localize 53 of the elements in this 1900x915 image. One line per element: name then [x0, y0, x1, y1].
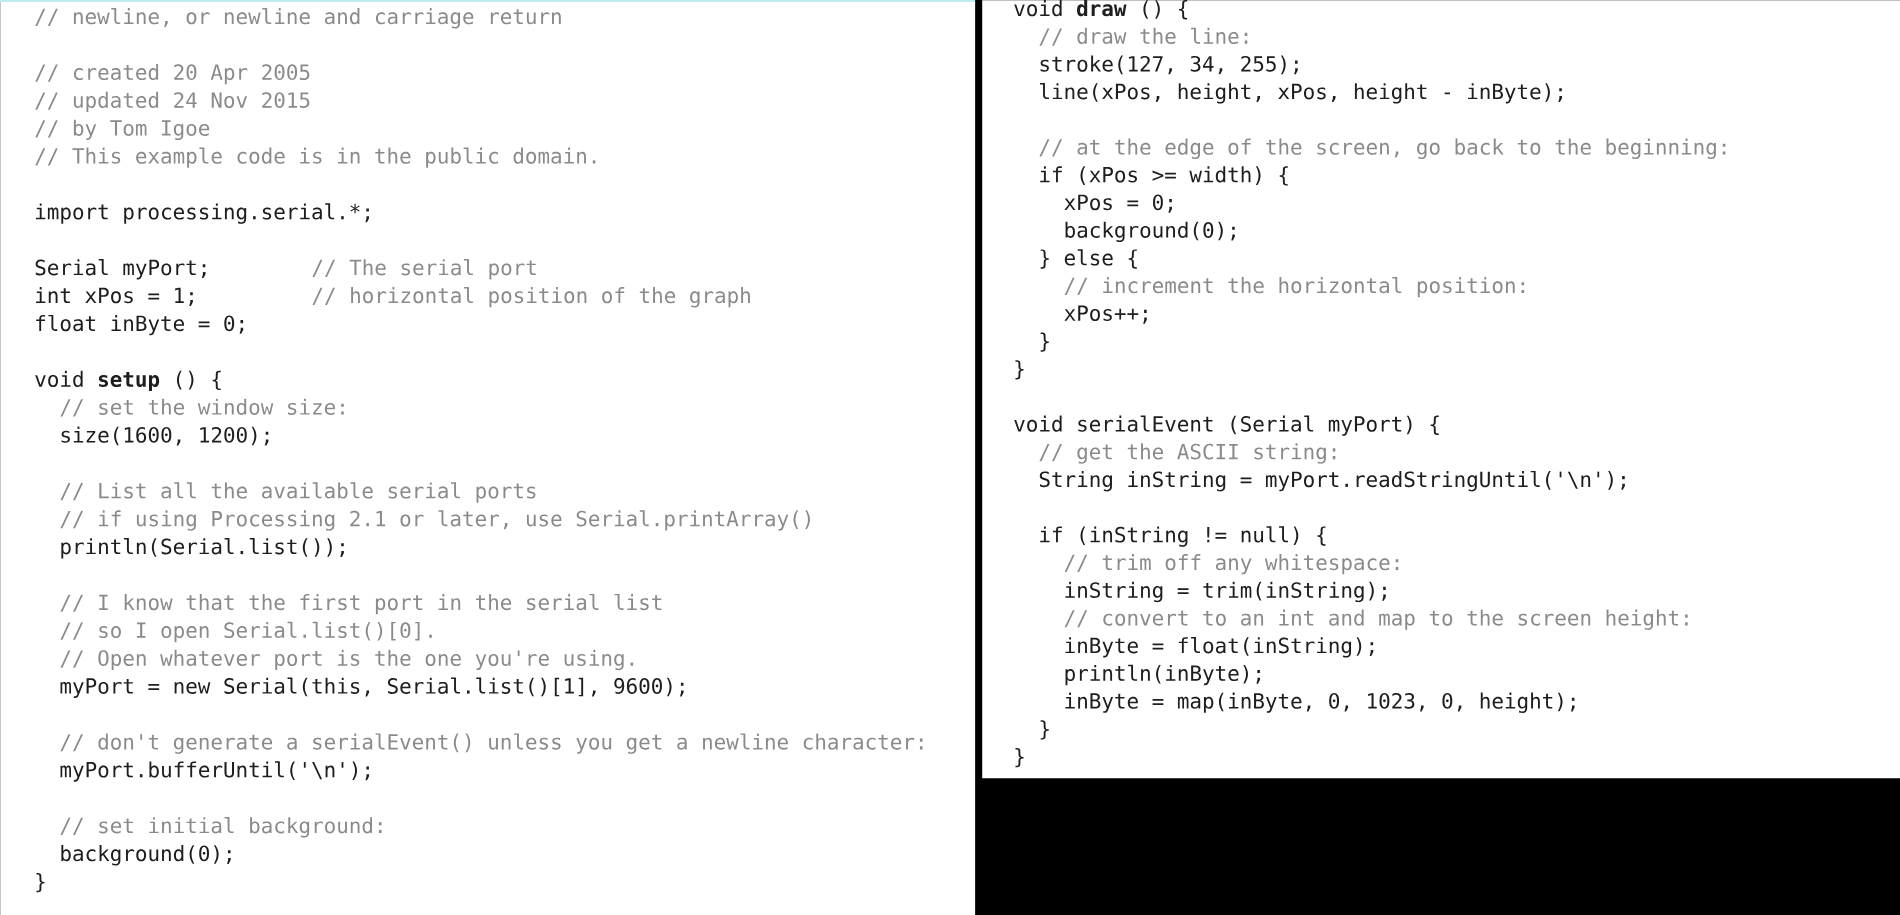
- code-panel: [0, 0, 976, 915]
- code-panel: [982, 0, 1900, 779]
- code-line: size(1600, 1200);: [61, 426, 269, 446]
- code-comment: // created 20 Apr 2005: [35, 63, 310, 85]
- code-line: }: [1040, 720, 1049, 740]
- code-comment: // horizontal position of the graph: [312, 287, 750, 308]
- code-line: stroke(127, 34, 255);: [1040, 55, 1298, 75]
- code-comment: // The serial port: [312, 259, 536, 280]
- code-comment: // trim off any whitespace:: [1064, 554, 1399, 575]
- code-comment: // updated 24 Nov 2015: [35, 91, 310, 113]
- code-line: }: [1015, 748, 1024, 768]
- code-line: xPos++;: [1064, 305, 1147, 324]
- code-line: line(xPos, height, xPos, height - inByte);: [1040, 83, 1562, 104]
- code-line: inString = trim(inString);: [1065, 581, 1386, 603]
- code-comment: // I know that the first port in the serial list: [60, 593, 662, 615]
- code-comment: // convert to an int and map to the screen height:: [1064, 609, 1688, 630]
- code-line: println(inByte);: [1065, 664, 1261, 686]
- code-line: myPort = new Serial(this, Serial.list()[1], 9600);: [60, 677, 684, 698]
- code-comment: // Open whatever port is the one you're using.: [60, 649, 634, 671]
- code-line: } else {: [1040, 249, 1137, 269]
- code-comment: // This example code is in the public domain.: [35, 147, 596, 168]
- code-line: if (xPos >= width) {: [1040, 166, 1288, 186]
- code-line: }: [1015, 360, 1024, 380]
- code-line: }: [36, 873, 45, 893]
- code-comment: // get the ASCII string:: [1039, 443, 1336, 464]
- code-line: inByte = map(inByte, 0, 1023, 0, height);: [1065, 692, 1575, 713]
- code-comment: // newline, or newline and carriage return: [35, 8, 561, 29]
- code-comment: // List all the available serial ports: [60, 482, 536, 503]
- code-line: background(0);: [61, 845, 231, 866]
- code-line: String inString = myPort.readStringUntil('\n');: [1039, 470, 1625, 492]
- code-comment: // set the window size:: [60, 398, 344, 417]
- code-line: background(0);: [1065, 221, 1235, 243]
- code-comment: // don't generate a serialEvent() unless you get a newline character:: [60, 733, 923, 754]
- code-line: myPort.bufferUntil('\n');: [60, 761, 370, 782]
- code-line: void draw () {: [1014, 0, 1188, 20]
- code-comment: // set initial background:: [60, 817, 382, 838]
- code-line: float inByte = 0;: [36, 314, 244, 336]
- code-comment: // increment the horizontal position:: [1064, 277, 1525, 298]
- code-line: void serialEvent (Serial myPort) {: [1014, 415, 1439, 436]
- code-comment: // if using Processing 2.1 or later, use Serial.printArray(): [60, 510, 810, 531]
- code-line: inByte = float(inString);: [1065, 637, 1374, 658]
- code-line: if (inString != null) {: [1040, 526, 1326, 547]
- code-line: Serial myPort;: [35, 259, 206, 280]
- code-comment: // so I open Serial.list()[0].: [60, 621, 432, 643]
- code-line: import processing.serial.*;: [36, 203, 370, 224]
- code-line: }: [1040, 332, 1049, 352]
- code-comment: // by Tom Igoe: [35, 119, 210, 141]
- code-line: println(Serial.list());: [61, 538, 344, 559]
- code-line: void setup () {: [35, 370, 221, 392]
- code-line: xPos = 0;: [1064, 194, 1172, 213]
- code-line: int xPos = 1;: [36, 287, 193, 306]
- code-comment: // draw the line:: [1039, 27, 1248, 46]
- code-comment: // at the edge of the screen, go back to the beginning:: [1039, 138, 1726, 159]
